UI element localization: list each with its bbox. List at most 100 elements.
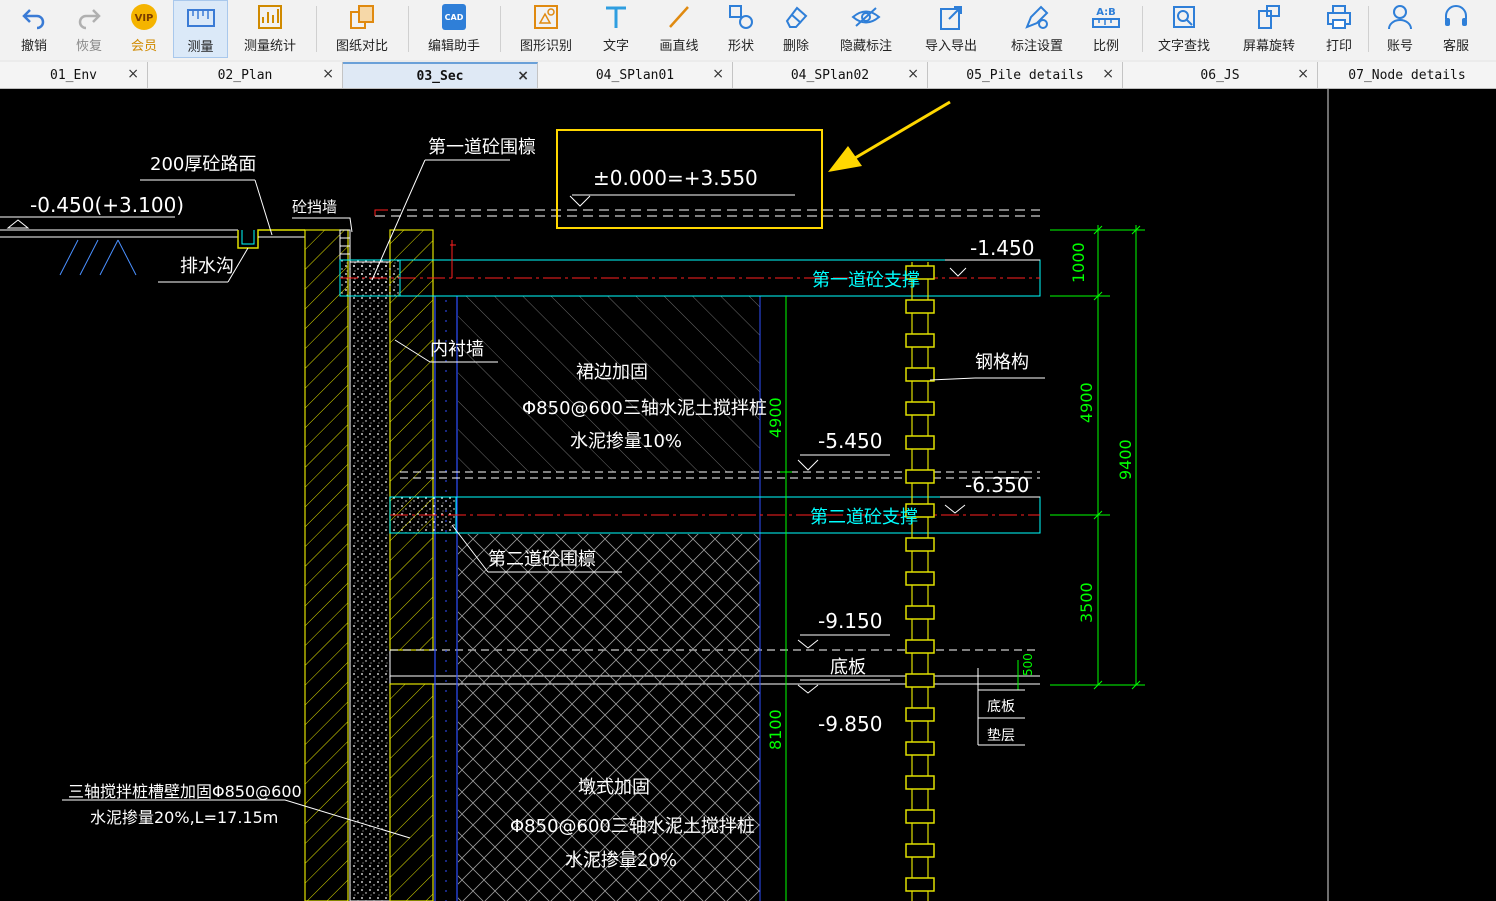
dim-4900-label: 4900	[1077, 382, 1096, 423]
skirt-reinforcement-label: 裙边加固	[576, 362, 648, 383]
account-button[interactable]: 账号	[1376, 0, 1424, 58]
dim-9400-label: 9400	[1116, 439, 1135, 480]
vip-button[interactable]: VIP 会员	[120, 0, 168, 58]
mark-settings-button[interactable]: 标注设置	[1000, 0, 1074, 58]
close-icon[interactable]: ×	[1297, 66, 1309, 82]
redo-icon	[74, 2, 104, 32]
level-6350-label: -6.350	[965, 473, 1029, 497]
lattice-batten-plate	[905, 537, 935, 552]
svg-text:VIP: VIP	[135, 13, 154, 24]
shape-recognize-button[interactable]: 图形识别	[512, 0, 580, 58]
service-button[interactable]: 客服	[1432, 0, 1480, 58]
close-icon[interactable]: ×	[322, 66, 334, 82]
dimension-lines	[780, 225, 1145, 901]
mixing-pile-column	[349, 261, 391, 901]
redo-button[interactable]: 恢复	[65, 0, 113, 58]
dim-8100-label: 8100	[766, 709, 785, 750]
drawing-tab-bar: 01_Env× 02_Plan× 03_Sec× 04_SPlan01× 04_…	[0, 60, 1496, 89]
scale-icon: A:B	[1091, 2, 1121, 32]
slab-section-label: 底板	[987, 699, 1015, 715]
close-icon[interactable]: ×	[1102, 66, 1114, 82]
delete-button[interactable]: 删除	[772, 0, 820, 58]
tab-04-splan01[interactable]: 04_SPlan01×	[538, 62, 733, 88]
second-waler-label: 第二道砼围檩	[488, 549, 596, 570]
steel-pile-line	[434, 296, 458, 901]
lattice-batten-plate	[905, 333, 935, 348]
compare-button[interactable]: 图纸对比	[328, 0, 396, 58]
lattice-batten-plate	[905, 503, 935, 518]
lattice-batten-plate	[905, 707, 935, 722]
level-5450-label: -5.450	[818, 429, 882, 453]
toolbar: 撤销 恢复 VIP 会员 测量 测量统计 图纸对比 CAD 编辑助手 图形识别 …	[0, 0, 1496, 61]
text-search-icon	[1169, 2, 1199, 32]
retaining-wall-label: 砼挡墙	[292, 198, 337, 216]
inner-wall-label: 内衬墙	[430, 339, 484, 360]
hide-marks-button[interactable]: 隐藏标注	[832, 0, 900, 58]
trench-cement-label: 水泥掺量20%,L=17.15m	[90, 808, 278, 827]
lattice-batten-plate	[905, 741, 935, 756]
pier-reinforcement-zone	[458, 534, 760, 901]
text-button[interactable]: 文字	[592, 0, 640, 58]
cad-edit-icon: CAD	[439, 2, 469, 32]
print-button[interactable]: 打印	[1318, 0, 1360, 58]
lattice-batten-plate	[905, 367, 935, 382]
datum-highlight-box	[556, 129, 823, 229]
toolbar-separator	[316, 6, 317, 52]
lattice-batten-plate	[905, 809, 935, 824]
tab-03-sec[interactable]: 03_Sec×	[343, 62, 538, 88]
skirt-pile-label: Φ850@600三轴水泥土搅拌桩	[522, 398, 767, 419]
tab-01-env[interactable]: 01_Env×	[0, 62, 148, 88]
vip-icon: VIP	[129, 2, 159, 32]
undo-button[interactable]: 撤销	[10, 0, 58, 58]
tab-07-node-details[interactable]: 07_Node details	[1318, 62, 1496, 88]
close-icon[interactable]: ×	[907, 66, 919, 82]
tab-02-plan[interactable]: 02_Plan×	[148, 62, 343, 88]
close-icon[interactable]: ×	[517, 68, 529, 84]
undo-icon	[19, 2, 49, 32]
pier-reinforcement-label: 墩式加固	[578, 777, 650, 798]
close-icon[interactable]: ×	[712, 66, 724, 82]
road-label: 200厚砼路面	[150, 154, 256, 175]
printer-icon	[1324, 2, 1354, 32]
toolbar-separator	[408, 6, 409, 52]
toolbar-separator	[1368, 6, 1369, 52]
eye-hide-icon	[851, 2, 881, 32]
eraser-icon	[781, 2, 811, 32]
scale-button[interactable]: A:B 比例	[1082, 0, 1130, 58]
text-search-button[interactable]: 文字查找	[1150, 0, 1218, 58]
level-9850-label: -9.850	[818, 712, 882, 736]
close-icon[interactable]: ×	[127, 66, 139, 82]
svg-text:A:B: A:B	[1096, 7, 1116, 18]
lattice-batten-plate	[905, 605, 935, 620]
skirt-cement-label: 水泥掺量10%	[570, 431, 682, 452]
measure-stats-button[interactable]: 测量统计	[236, 0, 304, 58]
elevation-markers	[569, 194, 1040, 746]
datum-label: ±0.000=+3.550	[593, 166, 758, 190]
bottom-slab-label: 底板	[830, 657, 866, 678]
shape-button[interactable]: 形状	[716, 0, 766, 58]
rotate-icon	[1254, 2, 1284, 32]
level-1450-label: -1.450	[970, 236, 1034, 260]
dim-1000-label: 1000	[1069, 242, 1088, 283]
cad-drawing-canvas[interactable]: 200厚砼路面 -0.450(+3.100) 第一道砼围檩 ±0.000=+3.…	[0, 89, 1496, 901]
rotate-screen-button[interactable]: 屏幕旋转	[1232, 0, 1306, 58]
ruler-icon	[186, 3, 216, 33]
draw-line-button[interactable]: 画直线	[650, 0, 708, 58]
level-9150-label: -9.150	[818, 609, 882, 633]
steel-lattice-label: 钢格构	[975, 352, 1029, 373]
edit-helper-button[interactable]: CAD 编辑助手	[418, 0, 490, 58]
retaining-wall	[304, 229, 351, 901]
first-waler-label: 第一道砼围檩	[428, 137, 536, 158]
tab-06-js[interactable]: 06_JS×	[1123, 62, 1318, 88]
yellow-arrow-icon	[828, 100, 951, 172]
toolbar-separator	[1142, 6, 1143, 52]
stats-icon	[255, 2, 285, 32]
tab-04-splan02[interactable]: 04_SPlan02×	[733, 62, 928, 88]
import-export-button[interactable]: 导入导出	[914, 0, 988, 58]
measure-button[interactable]: 测量	[173, 0, 228, 58]
tab-05-pile-details[interactable]: 05_Pile details×	[928, 62, 1123, 88]
shape-icon	[726, 2, 756, 32]
pier-cement-label: 水泥掺量20%	[565, 850, 677, 871]
import-export-icon	[936, 2, 966, 32]
ground-level-label: -0.450(+3.100)	[30, 193, 184, 217]
